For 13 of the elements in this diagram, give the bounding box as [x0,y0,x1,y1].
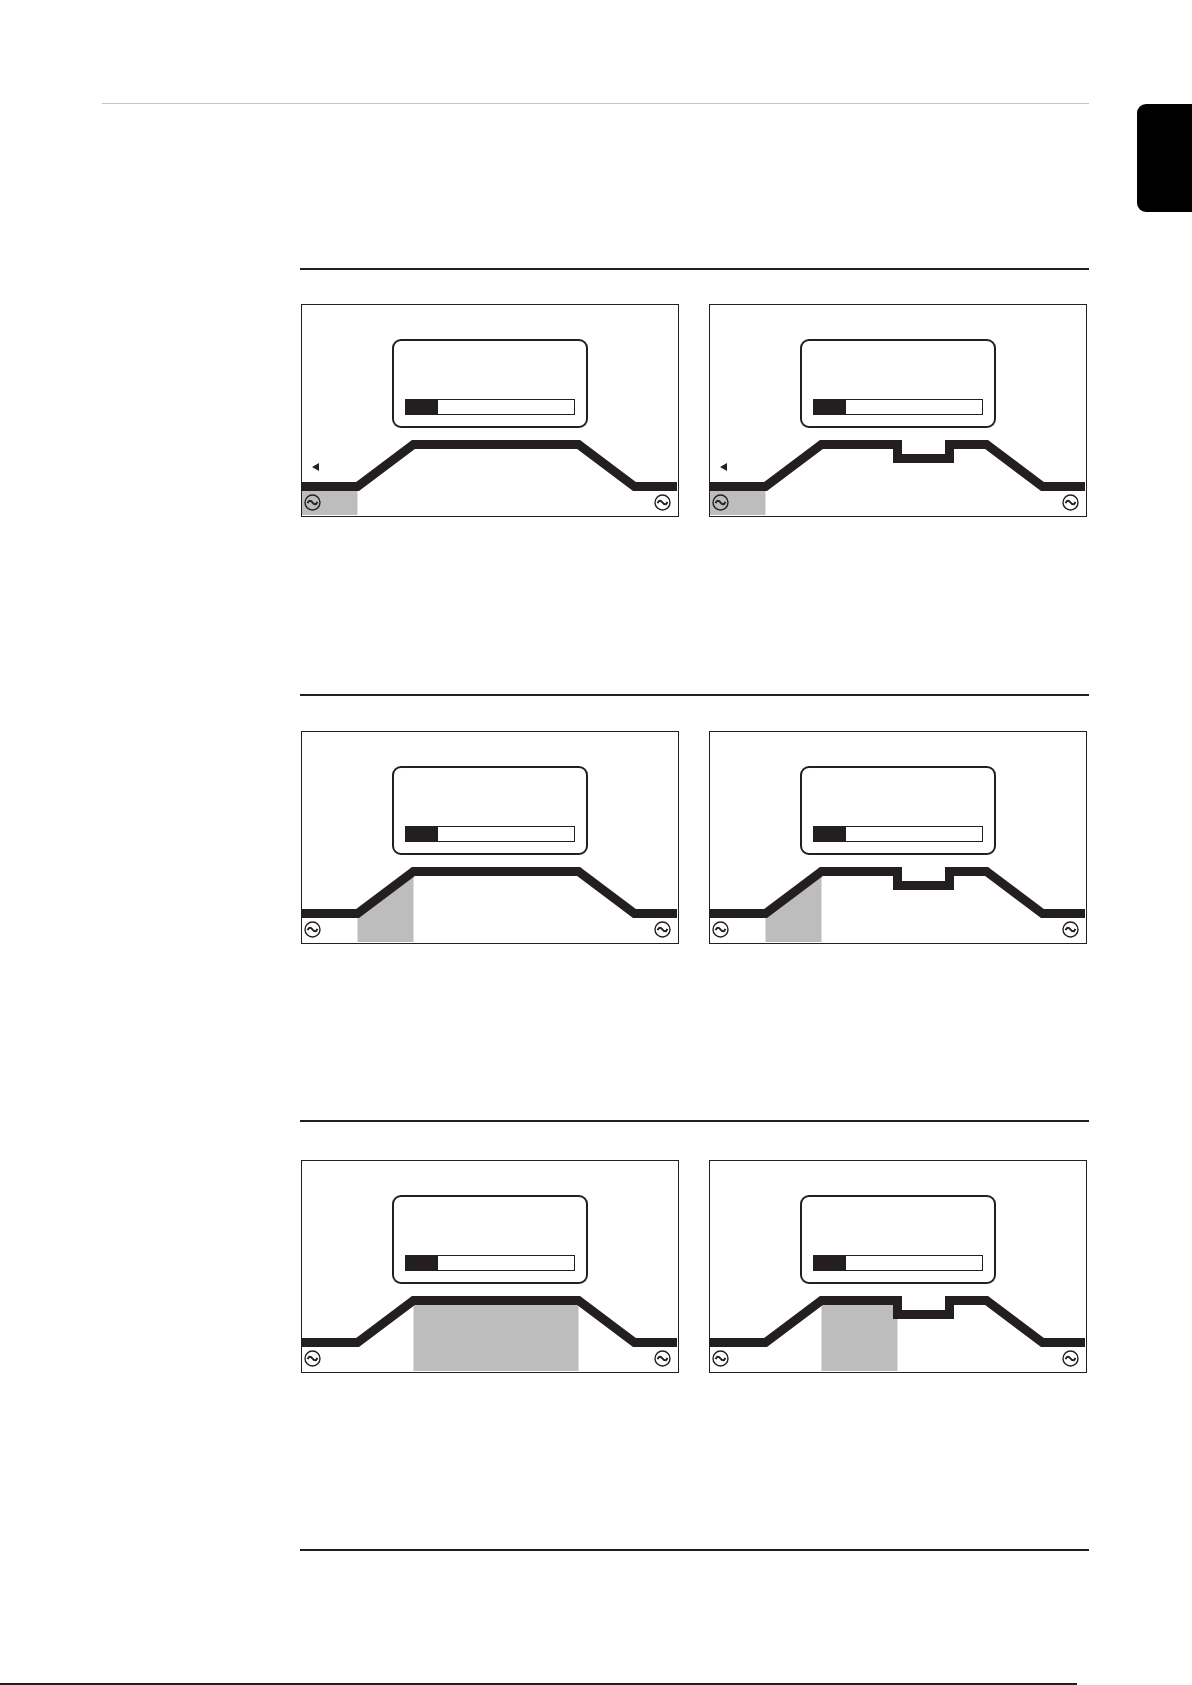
welding-graph-panel [709,731,1087,944]
display-screen [392,1195,588,1284]
welding-graph-panel [709,304,1087,517]
welding-graph-panel [301,304,679,517]
display-screen [800,766,996,855]
display-screen [392,766,588,855]
display-screen [800,339,996,428]
display-screen [392,339,588,428]
welding-graph-panel [301,1160,679,1373]
welding-graph-panel [301,731,679,944]
display-screen [800,1195,996,1284]
section-tab [1137,104,1192,212]
welding-graph-panel [709,1160,1087,1373]
